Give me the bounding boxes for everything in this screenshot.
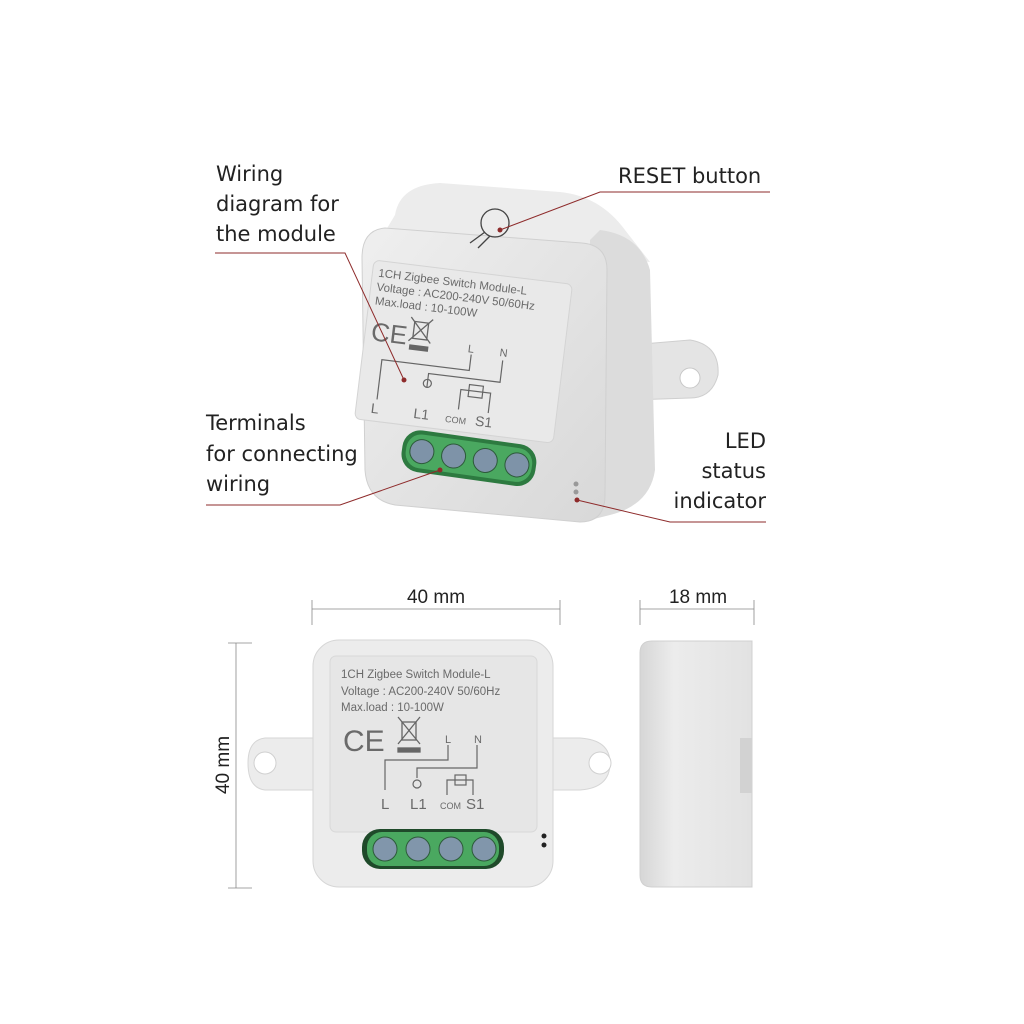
- depth-dimension: 18 mm: [669, 587, 727, 608]
- width-dimension: 40 mm: [407, 587, 465, 608]
- device-perspective-view: 1CH Zigbee Switch Module-L Voltage : AC2…: [354, 183, 719, 523]
- label-line-1: 1CH Zigbee Switch Module-L: [341, 669, 491, 681]
- callout-wiring-diagram: Wiring diagram for the module: [216, 162, 339, 246]
- terminal-screw: [441, 443, 467, 469]
- weee-bin-icon: [397, 716, 421, 753]
- led-status-indicator: [573, 481, 579, 495]
- callout-text: LED: [725, 429, 766, 453]
- callout-text: the module: [216, 222, 336, 246]
- terminal-label-n: N: [499, 347, 508, 360]
- terminal-block: [362, 829, 504, 869]
- ce-mark: CE: [343, 725, 385, 758]
- side-notch: [740, 738, 752, 793]
- terminal-label-l: L: [381, 796, 389, 813]
- terminal-label-l: L: [370, 400, 380, 417]
- terminal-label-l-top: L: [445, 734, 451, 746]
- callout-lines: [206, 191, 770, 523]
- callout-text: diagram for: [216, 192, 339, 216]
- terminal-screw: [471, 836, 497, 862]
- callout-led: LED status indicator: [674, 429, 767, 513]
- terminal-screw: [409, 439, 435, 465]
- device-label: 1CH Zigbee Switch Module-L Voltage : AC2…: [354, 260, 573, 443]
- callout-text: status: [701, 459, 766, 483]
- terminal-label-l1: L1: [410, 796, 427, 813]
- callout-text: wiring: [206, 472, 270, 496]
- device-side-view: [639, 640, 753, 888]
- dimension-lines: [228, 600, 755, 889]
- device-front-view: 1CH Zigbee Switch Module-L Voltage : AC2…: [247, 639, 612, 888]
- mounting-hole: [679, 367, 701, 389]
- label-line-3: Max.load : 10-100W: [341, 702, 444, 714]
- weee-bin-icon: [407, 316, 434, 352]
- terminal-label-s1: S1: [466, 796, 484, 813]
- terminal-label-s1: S1: [474, 413, 493, 431]
- terminal-screw: [504, 452, 530, 478]
- wiring-diagram: [384, 745, 478, 795]
- callout-text: for connecting: [206, 442, 358, 466]
- label-line-2: Voltage : AC200-240V 50/60Hz: [341, 686, 500, 698]
- callout-text: indicator: [674, 489, 767, 513]
- terminal-label-l-top: L: [467, 343, 475, 356]
- height-dimension: 40 mm: [213, 736, 234, 794]
- terminal-label-n: N: [474, 734, 482, 746]
- callout-reset-button: RESET button: [618, 164, 761, 188]
- ce-mark: CE: [369, 316, 409, 350]
- terminal-screw: [472, 447, 498, 473]
- terminal-label-l1: L1: [413, 405, 431, 423]
- callout-text: Wiring: [216, 162, 283, 186]
- terminal-screw: [405, 836, 431, 862]
- mounting-hole-right: [588, 751, 612, 775]
- callout-dots: [401, 227, 580, 503]
- mounting-hole-left: [253, 751, 277, 775]
- terminal-label-com: COM: [445, 414, 467, 426]
- led-status-indicator: [541, 833, 547, 848]
- wiring-diagram: [376, 354, 504, 414]
- terminal-screw: [372, 836, 398, 862]
- reset-button[interactable]: [469, 208, 510, 249]
- callout-text: RESET button: [618, 164, 761, 188]
- terminal-screw: [438, 836, 464, 862]
- callout-text: Terminals: [205, 411, 306, 435]
- callout-terminals: Terminals for connecting wiring: [205, 411, 358, 496]
- terminal-label-com: COM: [440, 801, 461, 811]
